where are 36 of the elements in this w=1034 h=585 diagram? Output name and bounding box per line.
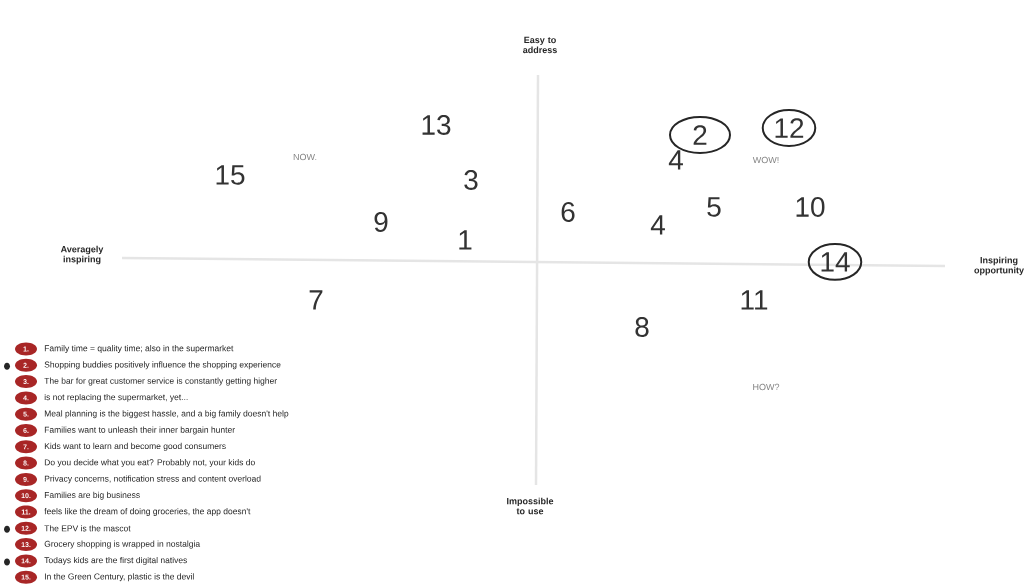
quadrant-label: HOW? <box>753 383 780 391</box>
handwritten-number: 6 <box>561 202 575 222</box>
axis-label: Inspiring opportunity <box>974 256 1024 276</box>
quadrant-label: WOW! <box>752 156 779 164</box>
list-item: The bar for great customer service is constantly getting higher <box>44 377 277 386</box>
list-item: Families are big business <box>44 491 140 500</box>
handwritten-number: 5 <box>707 197 721 217</box>
list-item: Do you decide what you eat? Probably not, your kids do <box>44 459 255 468</box>
axis-label: Impossible to use <box>507 497 554 515</box>
list-item: Family time = quality time; also in the supermarket <box>44 345 234 353</box>
list-item: is not replacing the supermarket, yet... <box>44 393 188 402</box>
handwritten-number: 7 <box>309 290 323 310</box>
list-item: Todays kids are the first digital natives <box>44 556 187 565</box>
list-item: Meal planning is the biggest hassle, and a big family doesn't help <box>44 410 289 419</box>
handwritten-number: 4 <box>650 215 665 235</box>
axis-label: Averagely inspiring <box>60 245 104 265</box>
handwritten-number: 8 <box>635 317 649 337</box>
handwritten-number: 11 <box>741 290 768 310</box>
list-item: In the Green Century, plastic is the devil <box>45 573 194 582</box>
handwritten-number: 13 <box>422 115 451 135</box>
list-item: The EPV is the mascot <box>44 525 131 532</box>
axis-label: Easy to address <box>523 36 557 54</box>
handwritten-number: 10 <box>796 197 825 217</box>
list-item: Privacy concerns, notification stress and content overload <box>44 475 261 484</box>
handwritten-number: 15 <box>216 165 245 185</box>
handwritten-number: 9 <box>374 212 388 232</box>
list-item: Kids want to learn and become good consumers <box>44 442 226 451</box>
circled-number: 14 <box>807 243 863 281</box>
list-item: feels like the dream of doing groceries, the app doesn't <box>44 508 251 516</box>
quadrant-label: NOW. <box>293 153 317 161</box>
circled-number: 12 <box>761 108 817 148</box>
handwritten-number: 3 <box>464 170 478 190</box>
handwritten-number: 1 <box>459 230 472 250</box>
list-item: Grocery shopping is wrapped in nostalgia <box>44 540 201 549</box>
list-item: Families want to unleash their inner bargain hunter <box>44 426 235 435</box>
list-item: Shopping buddies positively influence the shopping experience <box>44 361 281 370</box>
